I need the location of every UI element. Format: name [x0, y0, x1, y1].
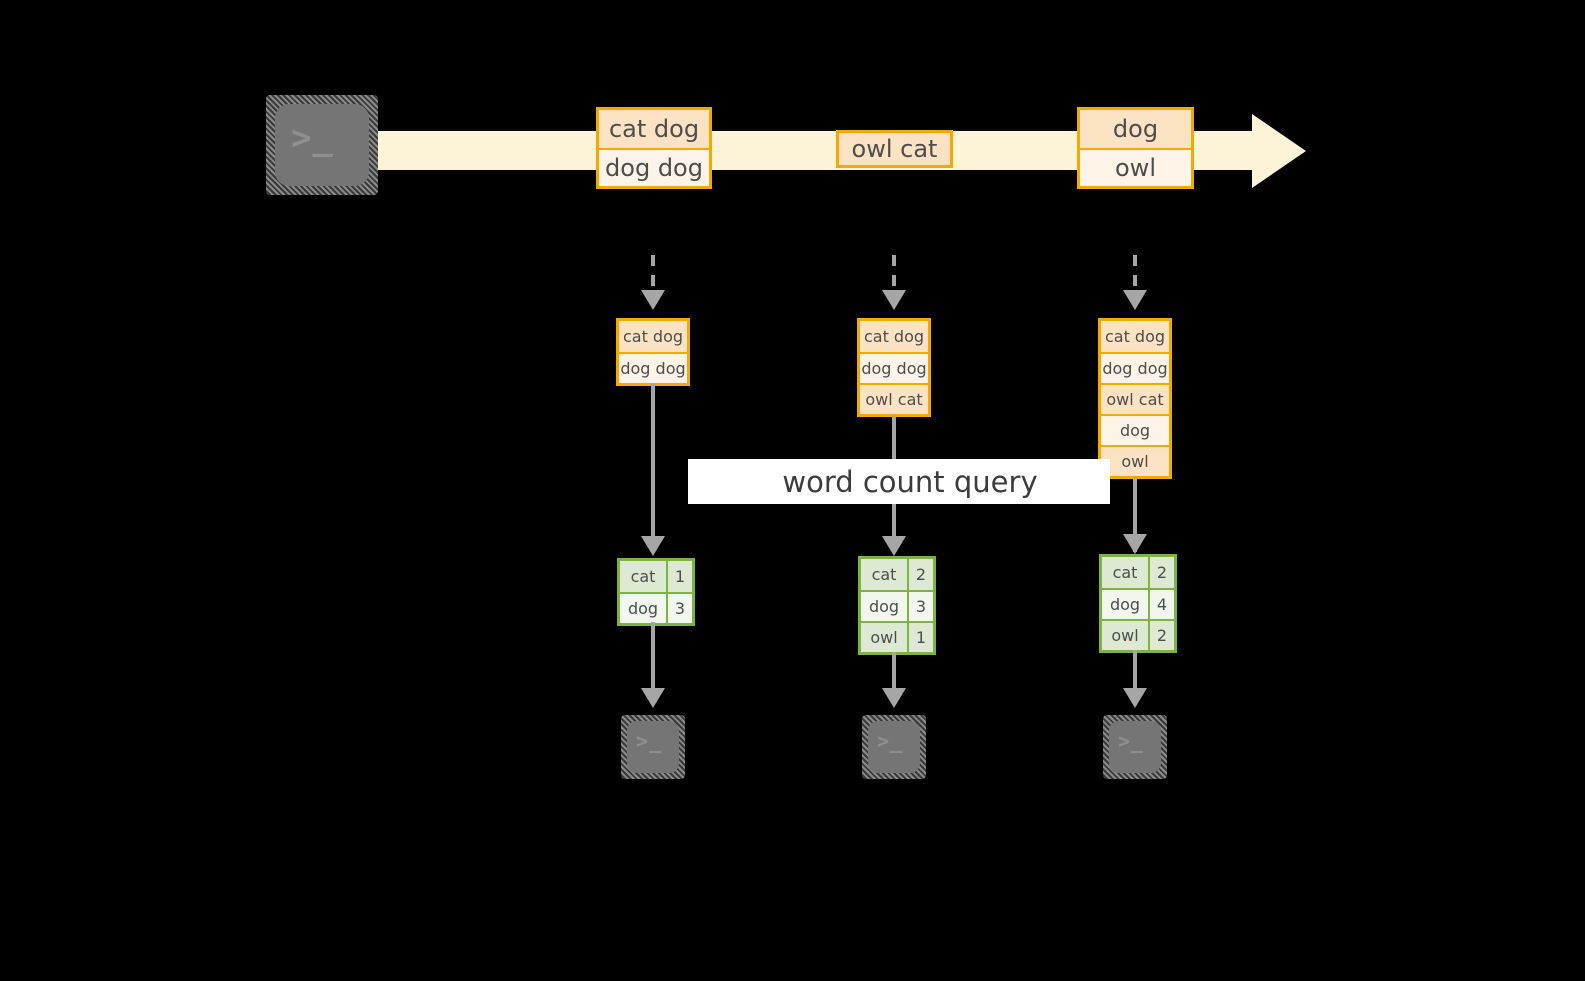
result-table-column-2: cat 2 dog 3 owl 1: [858, 556, 936, 655]
snapshot-column-3: cat dog dog dog owl cat dog owl: [1098, 318, 1172, 479]
result-to-sink-connector-1: [651, 622, 655, 694]
snapshot-event: dog: [1101, 414, 1169, 445]
stream-to-snapshot-connector-1: [651, 255, 655, 293]
source-terminal-icon: >_: [266, 95, 378, 195]
stream-to-snapshot-connector-2: [892, 255, 896, 293]
stream-event: dog: [1080, 110, 1191, 148]
terminal-prompt-glyph: >_: [1118, 729, 1145, 753]
stream-event: owl cat: [839, 133, 950, 165]
result-row: cat 2: [1102, 557, 1174, 588]
result-row: dog 3: [620, 592, 692, 623]
result-to-sink-connector-3: [1133, 650, 1137, 694]
result-count: 3: [907, 592, 933, 621]
sink-terminal-icon-3: >_: [1103, 715, 1167, 779]
stream-to-snapshot-arrowhead-2: [882, 290, 906, 310]
stream-event-group-1: cat dog dog dog: [596, 107, 712, 189]
snapshot-event: dog dog: [860, 352, 928, 383]
snapshot-event: owl: [1101, 445, 1169, 476]
result-count: 2: [907, 559, 933, 590]
query-label-text: word count query: [782, 464, 1038, 499]
snapshot-to-result-connector-3: [1133, 477, 1137, 552]
result-count: 3: [666, 594, 692, 623]
result-to-sink-arrowhead-3: [1123, 688, 1147, 708]
snapshot-event: owl cat: [860, 383, 928, 414]
snapshot-column-1: cat dog dog dog: [616, 318, 690, 386]
snapshot-event: cat dog: [619, 321, 687, 352]
stream-event: owl: [1080, 148, 1191, 186]
result-row: cat 1: [620, 561, 692, 592]
stream-to-snapshot-arrowhead-1: [641, 290, 665, 310]
snapshot-event: cat dog: [860, 321, 928, 352]
event-stream-arrowhead: [1252, 114, 1306, 188]
sink-terminal-icon-2: >_: [862, 715, 926, 779]
terminal-screen: >_: [627, 721, 679, 773]
terminal-prompt-glyph: >_: [636, 729, 663, 753]
stream-to-snapshot-arrowhead-3: [1123, 290, 1147, 310]
terminal-screen: >_: [868, 721, 920, 773]
sink-terminal-icon-1: >_: [621, 715, 685, 779]
result-row: cat 2: [861, 559, 933, 590]
query-label: word count query: [688, 459, 1110, 504]
result-count: 4: [1148, 590, 1174, 619]
snapshot-event: dog dog: [1101, 352, 1169, 383]
stream-event: dog dog: [599, 148, 709, 186]
result-word: dog: [620, 594, 666, 623]
terminal-prompt-glyph: >_: [291, 118, 334, 158]
result-row: dog 3: [861, 590, 933, 621]
result-word: dog: [861, 592, 907, 621]
result-to-sink-connector-2: [892, 652, 896, 694]
result-count: 2: [1148, 557, 1174, 588]
result-row: owl 1: [861, 621, 933, 652]
stream-to-snapshot-connector-3: [1133, 255, 1137, 293]
result-count: 1: [666, 561, 692, 592]
terminal-screen: >_: [1109, 721, 1161, 773]
result-to-sink-arrowhead-2: [882, 688, 906, 708]
result-word: cat: [861, 559, 907, 590]
snapshot-event: dog dog: [619, 352, 687, 383]
result-count: 2: [1148, 621, 1174, 650]
snapshot-to-result-arrowhead-2: [882, 536, 906, 556]
snapshot-to-result-arrowhead-1: [641, 536, 665, 556]
snapshot-event: owl cat: [1101, 383, 1169, 414]
snapshot-to-result-arrowhead-3: [1123, 534, 1147, 554]
result-word: owl: [861, 623, 907, 652]
stream-event-group-2: owl cat: [836, 130, 953, 168]
result-word: cat: [620, 561, 666, 592]
terminal-prompt-glyph: >_: [877, 729, 904, 753]
result-table-column-1: cat 1 dog 3: [617, 558, 695, 626]
stream-event: cat dog: [599, 110, 709, 148]
snapshot-to-result-connector-1: [651, 384, 655, 552]
result-count: 1: [907, 623, 933, 652]
result-word: cat: [1102, 557, 1148, 588]
snapshot-column-2: cat dog dog dog owl cat: [857, 318, 931, 417]
result-table-column-3: cat 2 dog 4 owl 2: [1099, 554, 1177, 653]
stream-event-group-3: dog owl: [1077, 107, 1194, 189]
result-row: dog 4: [1102, 588, 1174, 619]
result-word: dog: [1102, 590, 1148, 619]
snapshot-event: cat dog: [1101, 321, 1169, 352]
result-to-sink-arrowhead-1: [641, 688, 665, 708]
result-row: owl 2: [1102, 619, 1174, 650]
terminal-screen: >_: [275, 104, 369, 186]
result-word: owl: [1102, 621, 1148, 650]
